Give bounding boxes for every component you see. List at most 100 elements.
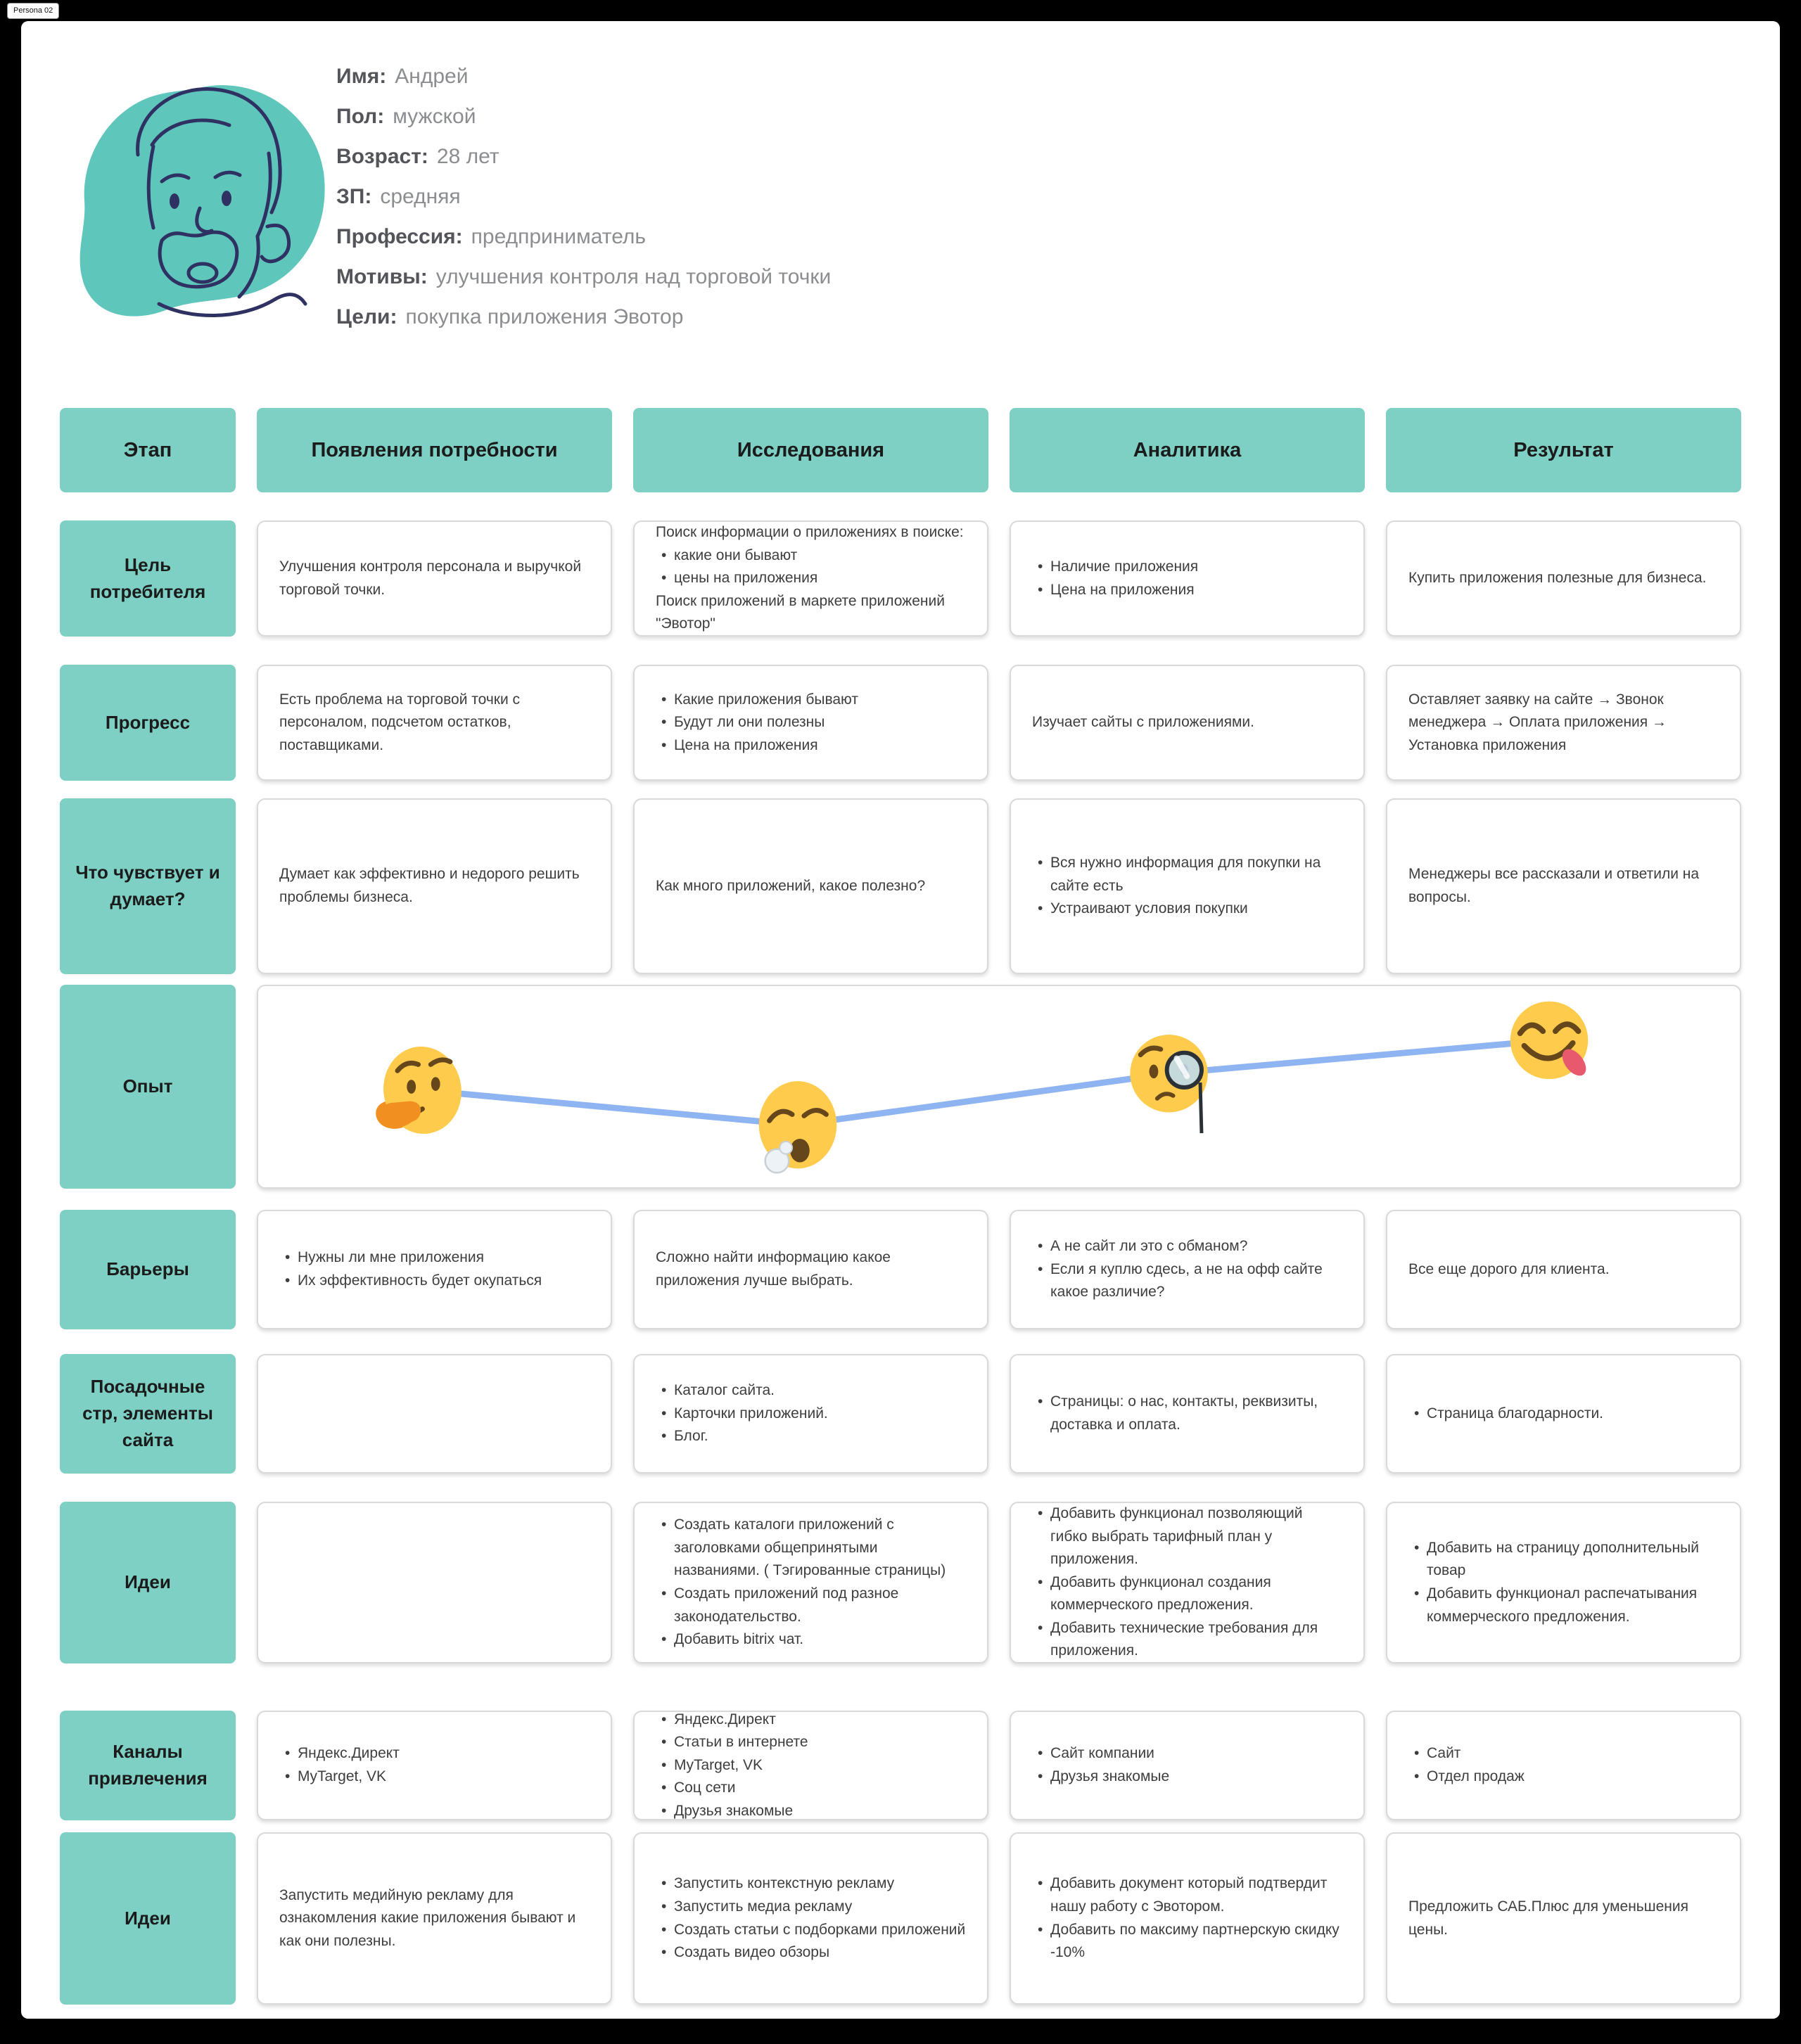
list-item: Будут ли они полезны: [656, 711, 966, 734]
journey-cell[interactable]: Все еще дорого для клиента.: [1386, 1210, 1741, 1329]
header-result[interactable]: Результат: [1386, 408, 1741, 492]
cell-text: Все еще дорого для клиента.: [1408, 1258, 1719, 1282]
list-item: Яндекс.Директ: [656, 1708, 966, 1732]
thinking-face-emoji[interactable]: [376, 1042, 467, 1139]
journey-cell[interactable]: Запустить медийную рекламу для ознакомле…: [257, 1832, 612, 2005]
journey-cell[interactable]: Яндекс.ДиректMyTarget, VK: [257, 1711, 612, 1820]
journey-cell[interactable]: Добавить документ который подтвердит наш…: [1010, 1832, 1365, 2005]
cell-text: Купить приложения полезные для бизнеса.: [1408, 567, 1719, 590]
mood-curve: [258, 986, 1740, 1187]
journey-cell[interactable]: Менеджеры все рассказали и ответили на в…: [1386, 798, 1741, 974]
journey-cell[interactable]: Купить приложения полезные для бизнеса.: [1386, 520, 1741, 637]
header-need[interactable]: Появления потребности: [257, 408, 612, 492]
frame-tab-persona-02[interactable]: Persona 02: [7, 3, 59, 19]
list-item: Добавить bitrix чат.: [656, 1628, 966, 1652]
list-item: Цена на приложения: [656, 734, 966, 758]
row-label-box[interactable]: Что чувствует и думает?: [60, 798, 236, 974]
journey-cell[interactable]: Страницы: о нас, контакты, реквизиты, до…: [1010, 1354, 1365, 1474]
list-item: Соц сети: [656, 1777, 966, 1800]
rows-top: Цель потребителяУлучшения контроля персо…: [60, 520, 1741, 974]
experience-row: Опыт: [60, 985, 1741, 1189]
journey-cell[interactable]: Вся нужно информация для покупки на сайт…: [1010, 798, 1365, 974]
journey-cell[interactable]: Изучает сайты с приложениями.: [1010, 665, 1365, 781]
field-label: Возраст:: [336, 145, 428, 168]
row-label-box[interactable]: Цель потребителя: [60, 520, 236, 637]
journey-cell[interactable]: Добавить функционал позволяющий гибко вы…: [1010, 1502, 1365, 1663]
journey-cell[interactable]: Предложить САБ.Плюс для уменьшения цены.: [1386, 1832, 1741, 2005]
cell-list: СайтОтдел продаж: [1408, 1742, 1719, 1788]
journey-cell[interactable]: Яндекс.ДиректСтатьи в интернетеMyTarget,…: [633, 1711, 988, 1820]
row-label-box[interactable]: Каналы привлечения: [60, 1711, 236, 1820]
list-item: Наличие приложения: [1032, 556, 1342, 579]
journey-cell[interactable]: Улучшения контроля персонала и выручкой …: [257, 520, 612, 637]
journey-cell[interactable]: Как много приложений, какое полезно?: [633, 798, 988, 974]
field-value: средняя: [380, 185, 460, 208]
persona-field: Имя:Андрей: [336, 56, 831, 96]
cell-list: Нужны ли мне приложенияИх эффективность …: [279, 1246, 590, 1292]
face-savoring-food-emoji[interactable]: [1510, 1002, 1591, 1080]
journey-cell[interactable]: [257, 1354, 612, 1474]
cell-text: Как много приложений, какое полезно?: [656, 875, 966, 898]
row-label-box[interactable]: Опыт: [60, 985, 236, 1189]
row-label-box[interactable]: Посадочные стр, элементы сайта: [60, 1354, 236, 1474]
list-item: Нужны ли мне приложения: [279, 1246, 590, 1270]
header-research[interactable]: Исследования: [633, 408, 988, 492]
persona-field: Возраст:28 лет: [336, 136, 831, 177]
cell-list: какие они бываютцены на приложения: [656, 544, 966, 590]
field-value: мужской: [393, 105, 476, 128]
persona-field: Профессия:предприниматель: [336, 217, 831, 257]
journey-cell[interactable]: Нужны ли мне приложенияИх эффективность …: [257, 1210, 612, 1329]
header-etap[interactable]: Этап: [60, 408, 236, 492]
journey-cell[interactable]: Каталог сайта.Карточки приложений.Блог.: [633, 1354, 988, 1474]
row-label-box[interactable]: Барьеры: [60, 1210, 236, 1329]
list-item: Каталог сайта.: [656, 1379, 966, 1403]
sleepy-face-emoji[interactable]: [759, 1081, 836, 1173]
journey-row: Каналы привлеченияЯндекс.ДиректMyTarget,…: [60, 1711, 1741, 1820]
header-analytics[interactable]: Аналитика: [1010, 408, 1365, 492]
mood-curve-line: [422, 1040, 1549, 1125]
list-item: Сайт: [1408, 1742, 1719, 1765]
list-item: Создать каталоги приложений с заголовкам…: [656, 1514, 966, 1583]
cell-list: Яндекс.ДиректСтатьи в интернетеMyTarget,…: [656, 1708, 966, 1823]
journey-row: Что чувствует и думает?Думает как эффект…: [60, 798, 1741, 974]
journey-cell[interactable]: [257, 1502, 612, 1663]
journey-cell[interactable]: Сложно найти информацию какое приложения…: [633, 1210, 988, 1329]
list-item: Яндекс.Директ: [279, 1742, 590, 1765]
list-item: Страницы: о нас, контакты, реквизиты, до…: [1032, 1391, 1342, 1436]
cell-text: Оставляет заявку на сайте → Звонок менед…: [1408, 689, 1719, 758]
list-item: Какие приложения бывают: [656, 689, 966, 712]
list-item: Добавить по максиму партнерскую скидку -…: [1032, 1919, 1342, 1965]
cell-list: Добавить на страницу дополнительный това…: [1408, 1537, 1719, 1628]
journey-cell[interactable]: Какие приложения бываютБудут ли они поле…: [633, 665, 988, 781]
journey-cell[interactable]: Сайт компанииДрузья знакомые: [1010, 1711, 1365, 1820]
journey-cell[interactable]: Запустить контекстную рекламуЗапустить м…: [633, 1832, 988, 2005]
journey-row: Цель потребителяУлучшения контроля персо…: [60, 520, 1741, 637]
journey-cell[interactable]: Оставляет заявку на сайте → Звонок менед…: [1386, 665, 1741, 781]
cell-list: Каталог сайта.Карточки приложений.Блог.: [656, 1379, 966, 1448]
cell-text: Изучает сайты с приложениями.: [1032, 711, 1342, 734]
cell-list: Запустить контекстную рекламуЗапустить м…: [656, 1872, 966, 1964]
row-label-box[interactable]: Идеи: [60, 1832, 236, 2005]
row-label-box[interactable]: Идеи: [60, 1502, 236, 1663]
list-item: какие они бывают: [656, 544, 966, 568]
journey-cell[interactable]: СайтОтдел продаж: [1386, 1711, 1741, 1820]
cell-list: Добавить функционал позволяющий гибко вы…: [1032, 1502, 1342, 1663]
journey-cell[interactable]: Наличие приложенияЦена на приложения: [1010, 520, 1365, 637]
field-label: Имя:: [336, 65, 386, 88]
field-label: Мотивы:: [336, 265, 428, 288]
journey-cell[interactable]: Добавить на страницу дополнительный това…: [1386, 1502, 1741, 1663]
journey-cell[interactable]: Есть проблема на торговой точки с персон…: [257, 665, 612, 781]
journey-cell[interactable]: Думает как эффективно и недорого решить …: [257, 798, 612, 974]
row-label-box[interactable]: Прогресс: [60, 665, 236, 781]
experience-curve-card[interactable]: [257, 985, 1741, 1189]
journey-cell[interactable]: А не сайт ли это с обманом?Если я куплю …: [1010, 1210, 1365, 1329]
journey-cell[interactable]: Страница благодарности.: [1386, 1354, 1741, 1474]
field-value: предприниматель: [471, 225, 646, 248]
journey-row: ИдеиЗапустить медийную рекламу для ознак…: [60, 1832, 1741, 2005]
journey-cell[interactable]: Создать каталоги приложений с заголовкам…: [633, 1502, 988, 1663]
journey-cell[interactable]: Поиск информации о приложениях в поиске:…: [633, 520, 988, 637]
face-with-monocle-emoji[interactable]: [1130, 1035, 1207, 1133]
cell-list: Вся нужно информация для покупки на сайт…: [1032, 852, 1342, 921]
list-item: MyTarget, VK: [656, 1754, 966, 1777]
list-item: Друзья знакомые: [656, 1800, 966, 1823]
